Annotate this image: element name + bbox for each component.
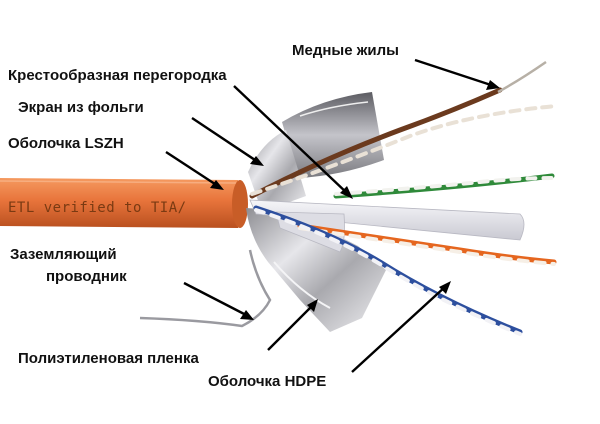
- green-pair: [333, 173, 555, 199]
- ground-wire: [139, 249, 272, 328]
- label-pe-film: Полиэтиленовая пленка: [18, 350, 199, 367]
- arrow-lszh-jacket: [165, 150, 224, 190]
- arrow-hdpe-insulation: [351, 281, 451, 373]
- arrow-foil-screen: [191, 117, 264, 166]
- label-foil-screen: Экран из фольги: [18, 99, 144, 116]
- label-ground-wire-line1: Заземляющий: [10, 246, 117, 263]
- orange-pair: [297, 223, 557, 266]
- label-lszh-jacket: Оболочка LSZH: [8, 135, 124, 152]
- jacket-print: ETL verified to TIA/: [8, 200, 187, 216]
- blue-pair: [253, 205, 523, 336]
- arrow-pe-film: [267, 299, 318, 351]
- label-cross-separator: Крестообразная перегородка: [8, 67, 227, 84]
- pointer-arrows: [165, 58, 500, 373]
- brown-pair: [249, 87, 558, 199]
- twisted-pairs: [249, 87, 558, 336]
- lszh-jacket: ETL verified to TIA/: [0, 178, 248, 228]
- arrow-copper-wires: [414, 58, 500, 90]
- label-ground-wire-line2: проводник: [46, 268, 127, 285]
- label-copper-wires: Медные жилы: [292, 42, 399, 59]
- label-hdpe-insulation: Оболочка HDPE: [208, 373, 326, 390]
- arrow-ground-wire: [183, 281, 254, 320]
- labels: Медные жилы Крестообразная перегородка Э…: [8, 42, 399, 390]
- copper-wire-tip: [497, 60, 547, 94]
- arrow-cross-separator: [233, 85, 353, 199]
